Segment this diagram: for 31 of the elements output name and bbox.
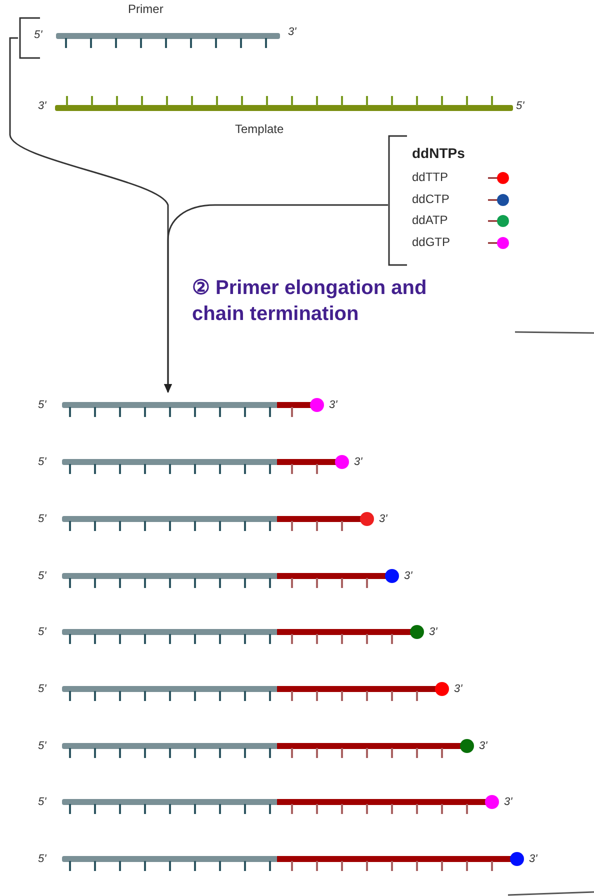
end-label: 5' (38, 626, 46, 638)
end-label: 5' (38, 796, 46, 808)
end-label: 3' (329, 399, 338, 411)
legend-label: ddTTP (412, 170, 448, 184)
end-label: 3' (479, 740, 488, 752)
end-label: 5' (516, 100, 524, 112)
legend-label: ddGTP (412, 234, 450, 248)
end-label: 3' (429, 626, 438, 638)
end-label: 3' (288, 26, 296, 38)
end-label: 5' (38, 513, 46, 525)
end-label: 3' (379, 513, 388, 525)
end-label: 3' (404, 570, 412, 582)
step-heading: ② Primer elongation and chain termination (192, 276, 428, 327)
end-label: 3' (354, 456, 362, 468)
end-label: 5' (38, 399, 46, 411)
end-label: 3' (529, 853, 538, 865)
end-label: 5' (38, 456, 46, 468)
legend-heading: ddNTPs (412, 145, 465, 161)
legend-label: ddATP (412, 213, 448, 227)
arrow (164, 204, 388, 393)
end-label: 5' (34, 29, 42, 41)
strand-label: Primer (128, 2, 164, 16)
legend-label: ddCTP (412, 192, 450, 206)
end-label: 5' (38, 683, 46, 695)
end-label: 3' (38, 100, 46, 112)
end-label: 5' (38, 570, 46, 582)
end-label: 5' (38, 853, 46, 865)
end-label: 5' (38, 740, 46, 752)
end-label: 3' (504, 796, 512, 808)
strand-label: Template (235, 122, 284, 136)
end-label: 3' (454, 683, 462, 695)
